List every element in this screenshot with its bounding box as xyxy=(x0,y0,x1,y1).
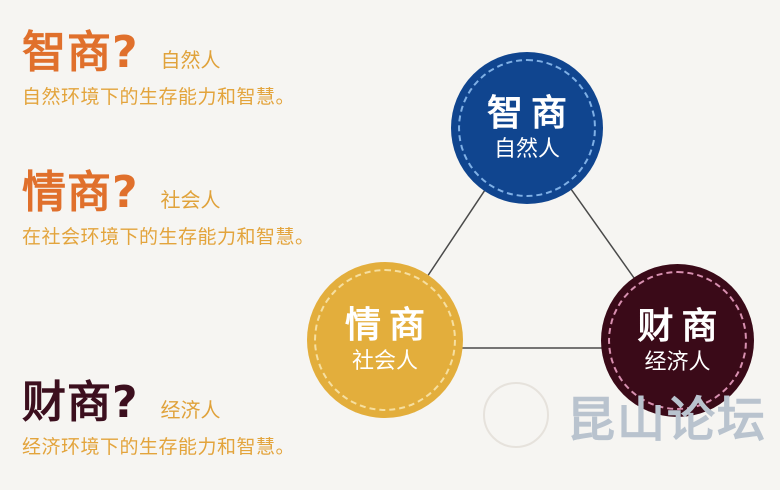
iq-circle: 智商 自然人 xyxy=(451,52,603,204)
eq-circle: 情商 社会人 xyxy=(307,262,463,418)
eq-heading: 情商? xyxy=(22,167,139,218)
eq-subtitle: 社会人 xyxy=(160,188,221,212)
eq-description: 在社会环境下的生存能力和智慧。 xyxy=(22,226,315,248)
iq-description: 自然环境下的生存能力和智慧。 xyxy=(22,86,296,108)
watermark: 昆山论坛 xyxy=(483,380,767,450)
iq-section: 智商? 自然人 自然环境下的生存能力和智慧。 xyxy=(22,28,295,109)
fq-subtitle: 经济人 xyxy=(160,398,221,422)
forum-logo-icon xyxy=(483,382,549,448)
eq-section: 情商? 社会人 在社会环境下的生存能力和智慧。 xyxy=(22,168,315,249)
fq-circle: 财商 经济人 xyxy=(601,264,754,417)
watermark-text: 昆山论坛 xyxy=(567,392,768,448)
fq-heading: 财商? xyxy=(22,377,139,428)
fq-description: 经济环境下的生存能力和智慧。 xyxy=(22,436,296,458)
fq-section: 财商? 经济人 经济环境下的生存能力和智慧。 xyxy=(22,378,295,459)
iq-subtitle: 自然人 xyxy=(160,48,221,72)
iq-heading: 智商? xyxy=(22,27,139,78)
